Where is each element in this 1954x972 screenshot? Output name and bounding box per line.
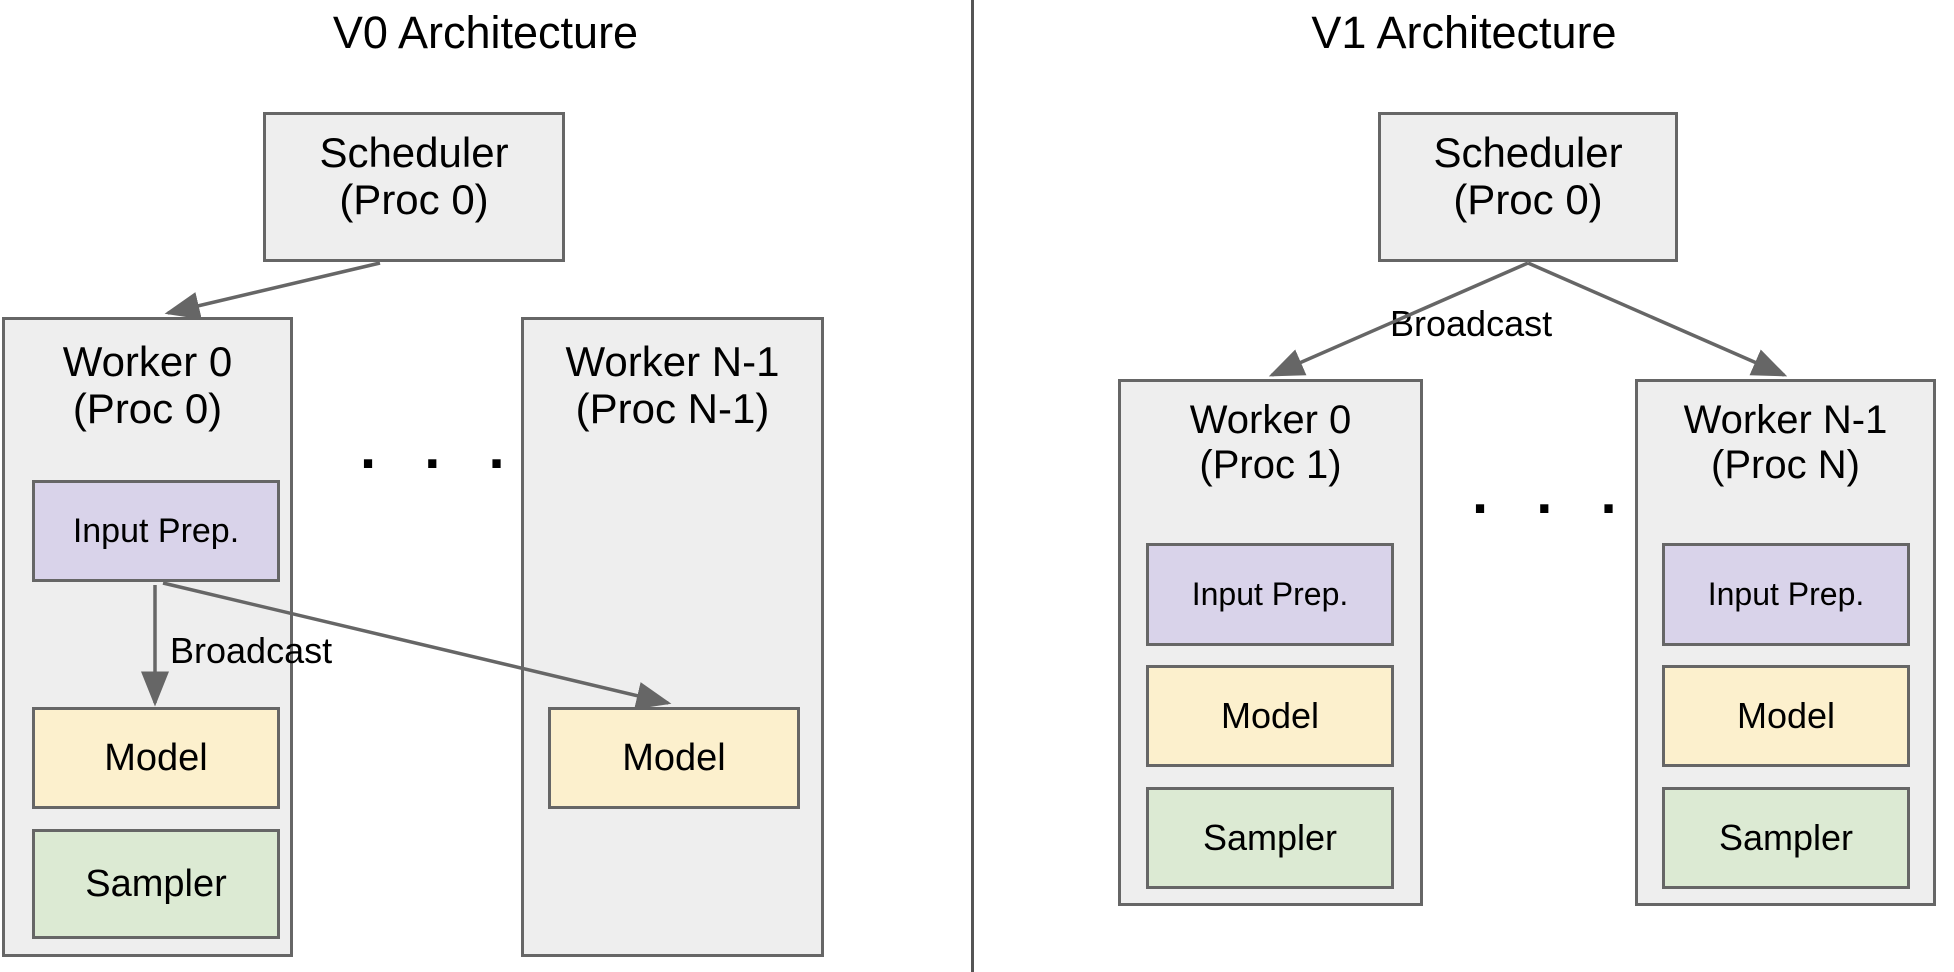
v0-arrow-scheduler-to-worker0 bbox=[164, 261, 381, 320]
v1-worker-n1-label: Worker N-1 (Proc N) bbox=[1683, 398, 1888, 487]
v1-worker-n1-input-prep-box[interactable]: Input Prep. bbox=[1662, 543, 1910, 646]
v1-worker-0-label: Worker 0 (Proc 1) bbox=[1189, 398, 1352, 487]
v0-worker-0-label: Worker 0 (Proc 0) bbox=[62, 338, 233, 433]
panel-divider bbox=[971, 0, 974, 972]
v1-arrow-scheduler-to-workern1 bbox=[1527, 261, 1788, 377]
v0-scheduler-box[interactable]: Scheduler (Proc 0) bbox=[263, 112, 565, 262]
v1-broadcast-label: Broadcast bbox=[1390, 303, 1553, 344]
v1-worker-0-sampler-box[interactable]: Sampler bbox=[1146, 787, 1394, 889]
v1-worker-n1-sampler-box[interactable]: Sampler bbox=[1662, 787, 1910, 889]
v1-scheduler-label: Scheduler (Proc 0) bbox=[1433, 129, 1623, 224]
v0-worker-0-sampler-box[interactable]: Sampler bbox=[32, 829, 280, 939]
v0-worker-n1-box[interactable]: Worker N-1 (Proc N-1) bbox=[521, 317, 824, 957]
v0-worker-0-model-label: Model bbox=[104, 736, 208, 779]
v1-worker-n1-model-box[interactable]: Model bbox=[1662, 665, 1910, 767]
v0-worker-0-input-prep-box[interactable]: Input Prep. bbox=[32, 480, 280, 582]
v0-worker-0-input-prep-label: Input Prep. bbox=[72, 511, 240, 550]
v1-worker-n1-model-label: Model bbox=[1736, 695, 1836, 736]
v1-ellipsis: . . . bbox=[1472, 461, 1633, 526]
v0-worker-n1-label: Worker N-1 (Proc N-1) bbox=[565, 338, 780, 433]
v1-worker-0-model-box[interactable]: Model bbox=[1146, 665, 1394, 767]
v1-worker-0-input-prep-box[interactable]: Input Prep. bbox=[1146, 543, 1394, 646]
v1-panel-title: V1 Architecture bbox=[1311, 7, 1617, 58]
v0-scheduler-label: Scheduler (Proc 0) bbox=[319, 129, 509, 224]
v1-worker-n1-input-prep-label: Input Prep. bbox=[1707, 576, 1865, 612]
v1-worker-0-sampler-label: Sampler bbox=[1202, 817, 1338, 858]
v1-worker-0-input-prep-label: Input Prep. bbox=[1191, 576, 1349, 612]
v0-worker-0-sampler-label: Sampler bbox=[85, 862, 227, 905]
v0-worker-0-model-box[interactable]: Model bbox=[32, 707, 280, 809]
v1-worker-0-model-label: Model bbox=[1220, 695, 1320, 736]
v0-ellipsis: . . . bbox=[360, 416, 521, 481]
v0-broadcast-label: Broadcast bbox=[170, 630, 333, 671]
v0-panel-title: V0 Architecture bbox=[332, 7, 639, 58]
v1-worker-n1-sampler-label: Sampler bbox=[1718, 817, 1854, 858]
v1-scheduler-box[interactable]: Scheduler (Proc 0) bbox=[1378, 112, 1678, 262]
v0-worker-n1-model-label: Model bbox=[622, 736, 726, 779]
v0-worker-n1-model-box[interactable]: Model bbox=[548, 707, 800, 809]
